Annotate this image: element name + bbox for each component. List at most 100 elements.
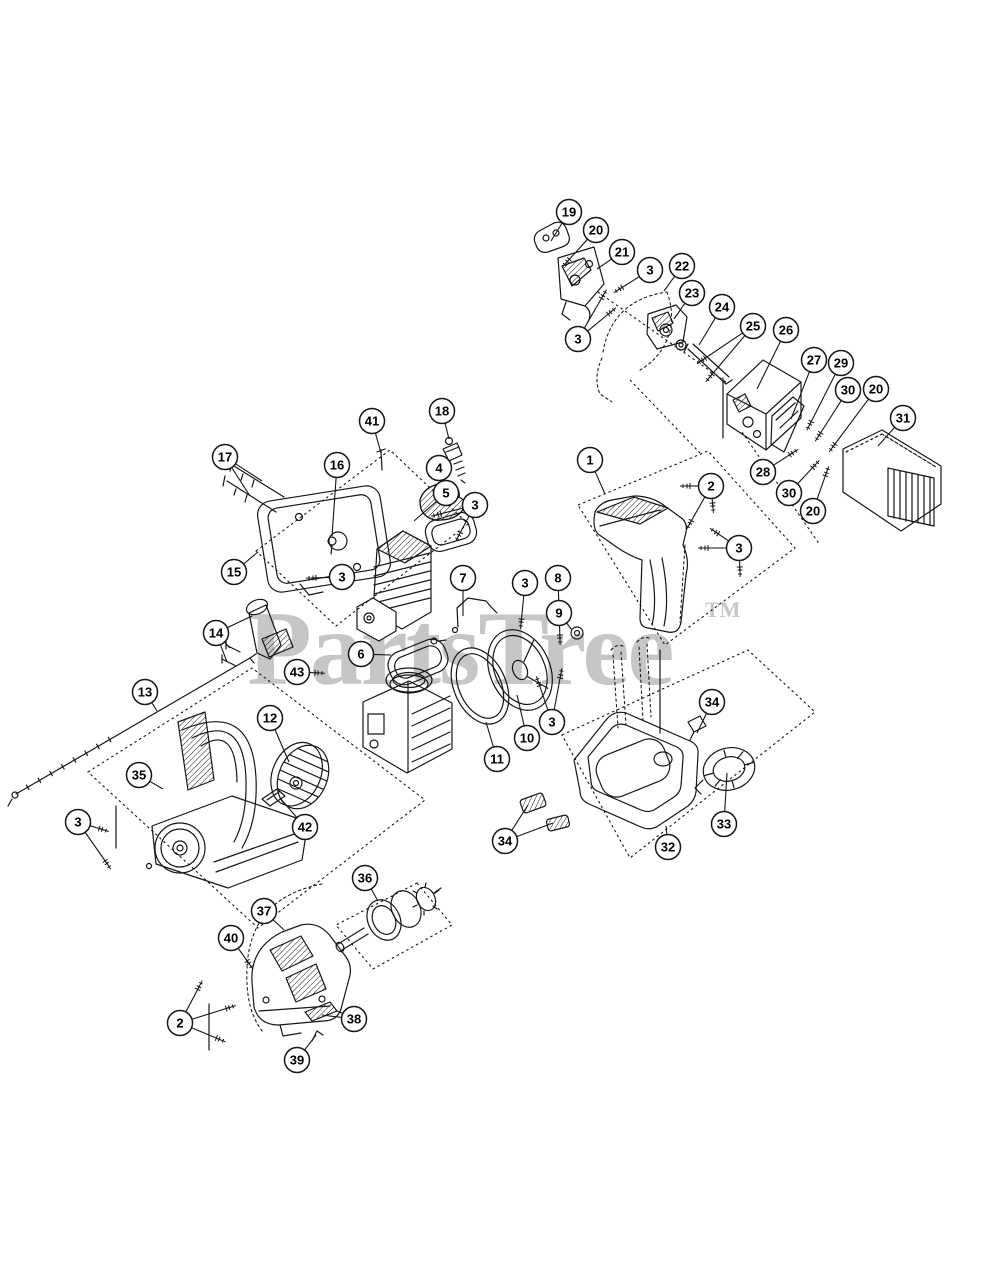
part-stud-sketch	[376, 448, 386, 471]
callout-number: 3	[521, 576, 528, 591]
leader-line	[235, 463, 263, 482]
callout-number: 3	[646, 263, 653, 278]
callout-balloon-27: 27	[800, 346, 828, 374]
screw-icon	[822, 466, 830, 478]
part-air-filter-cover-sketch	[842, 429, 942, 532]
part-cylinder-sketch	[356, 530, 432, 642]
leader-line	[321, 1014, 342, 1018]
callout-number: 20	[806, 504, 820, 519]
callout-balloon-39: 39	[283, 1046, 311, 1074]
callout-number: 3	[74, 815, 81, 830]
callout-number: 17	[218, 450, 232, 465]
callout-balloon-25: 25	[739, 312, 767, 340]
callout-number: 20	[589, 223, 603, 238]
callout-number: 11	[490, 752, 504, 767]
callout-balloon-31: 31	[889, 404, 917, 432]
part-muffler-screws-sketch	[222, 460, 285, 513]
callout-number: 3	[735, 541, 742, 556]
callout-balloon-3: 3	[511, 569, 539, 597]
leader-line	[516, 822, 554, 838]
leader-line	[708, 335, 746, 379]
callout-balloon-32: 32	[654, 833, 682, 861]
leader-line	[219, 644, 228, 663]
callout-number: 30	[782, 486, 796, 501]
callout-balloon-40: 40	[217, 924, 245, 952]
screw-icon	[810, 459, 820, 471]
screw-icon	[305, 574, 317, 581]
callout-number: 15	[227, 565, 241, 580]
leader-line	[696, 713, 708, 734]
callout-balloon-5: 5	[432, 479, 460, 507]
callout-number: 34	[705, 695, 720, 710]
callout-number: 31	[896, 411, 910, 426]
callout-number: 22	[675, 259, 689, 274]
screw-icon	[431, 510, 443, 518]
leader-line	[191, 1006, 232, 1020]
callout-balloon-3: 3	[328, 563, 356, 591]
callout-number: 40	[224, 931, 238, 946]
part-fuel-line-sketch	[596, 291, 673, 403]
callout-number: 13	[138, 685, 152, 700]
leader-line	[272, 919, 285, 931]
callout-number: 2	[707, 479, 714, 494]
part-engine-shroud-sketch	[593, 495, 689, 633]
leader-line	[663, 275, 676, 292]
screw-icon	[224, 1004, 236, 1012]
callout-balloon-16: 16	[323, 451, 351, 479]
part-flywheel-sketch	[270, 741, 330, 810]
callout-number: 35	[132, 768, 146, 783]
leader-line	[279, 797, 298, 818]
callout-balloon-2: 2	[166, 1009, 194, 1037]
callout-number: 27	[807, 353, 821, 368]
callout-number: 41	[365, 414, 379, 429]
callout-balloon-13: 13	[131, 678, 159, 706]
leader-line	[831, 398, 869, 449]
part-bracket38-sketch	[304, 1001, 345, 1022]
diagram-artwork	[7, 221, 942, 1051]
dashed-alignment-line	[741, 431, 821, 546]
callout-balloon-14: 14	[202, 619, 230, 647]
callout-balloon-11: 11	[483, 745, 511, 773]
engine-shroud-box	[577, 450, 796, 646]
callout-balloon-23: 23	[678, 279, 706, 307]
callout-number: 39	[290, 1053, 304, 1068]
callout-number: 9	[555, 606, 562, 621]
screw-icon	[194, 980, 203, 992]
callout-number: 25	[746, 319, 760, 334]
part-crankcase-sketch	[362, 667, 453, 774]
callout-balloon-6: 6	[347, 640, 375, 668]
leader-line	[594, 471, 606, 495]
leader-line	[274, 729, 290, 763]
leader-line	[665, 825, 668, 835]
callout-balloon-19: 19	[555, 198, 583, 226]
callout-number: 23	[685, 286, 699, 301]
callout-balloon-42: 42	[291, 813, 319, 841]
leader-line	[877, 426, 896, 447]
leader-line	[698, 317, 716, 346]
leader-line	[151, 702, 158, 712]
callout-number: 16	[330, 458, 344, 473]
callout-balloon-3: 3	[461, 491, 489, 519]
part-ring-sketch	[450, 647, 510, 725]
callout-number: 28	[756, 465, 770, 480]
callout-number: 26	[779, 323, 793, 338]
leader-line	[304, 1034, 317, 1051]
part-throttle-rod-sketch	[7, 653, 257, 807]
callout-number: 5	[442, 486, 449, 501]
screw-icon	[102, 858, 112, 870]
leader-line	[566, 622, 573, 631]
callout-number: 43	[290, 665, 304, 680]
leader-line	[227, 615, 253, 629]
screw-icon	[557, 667, 564, 679]
part-pin39-sketch	[311, 1030, 324, 1042]
callout-number: 10	[520, 731, 534, 746]
callout-number: 3	[471, 498, 478, 513]
callout-number: 29	[834, 356, 848, 371]
callout-balloon-28: 28	[749, 458, 777, 486]
callout-number: 1	[586, 453, 593, 468]
fuel-tank-box	[561, 649, 816, 859]
callout-number: 33	[717, 817, 731, 832]
leader-line	[373, 653, 392, 656]
